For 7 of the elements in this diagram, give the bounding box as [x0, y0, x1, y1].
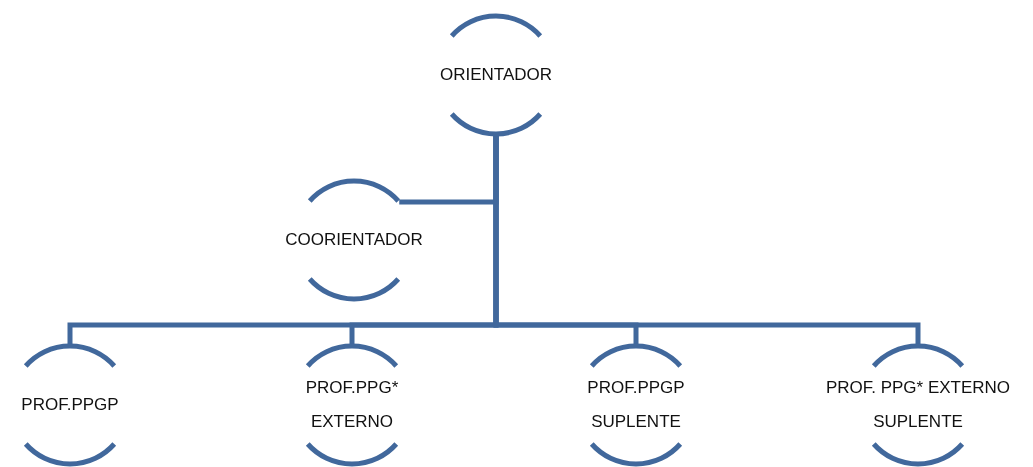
node-label: PROF.PPG* EXTERNO — [304, 377, 400, 433]
node-label: PROF. PPG* EXTERNO SUPLENTE — [824, 377, 1012, 433]
node-label: PROF.PPGP SUPLENTE — [586, 377, 686, 433]
node-label: PROF.PPGP — [20, 394, 120, 416]
node-label: ORIENTADOR — [438, 64, 554, 86]
node-label: COORIENTADOR — [284, 229, 424, 251]
connector-line — [493, 134, 921, 346]
